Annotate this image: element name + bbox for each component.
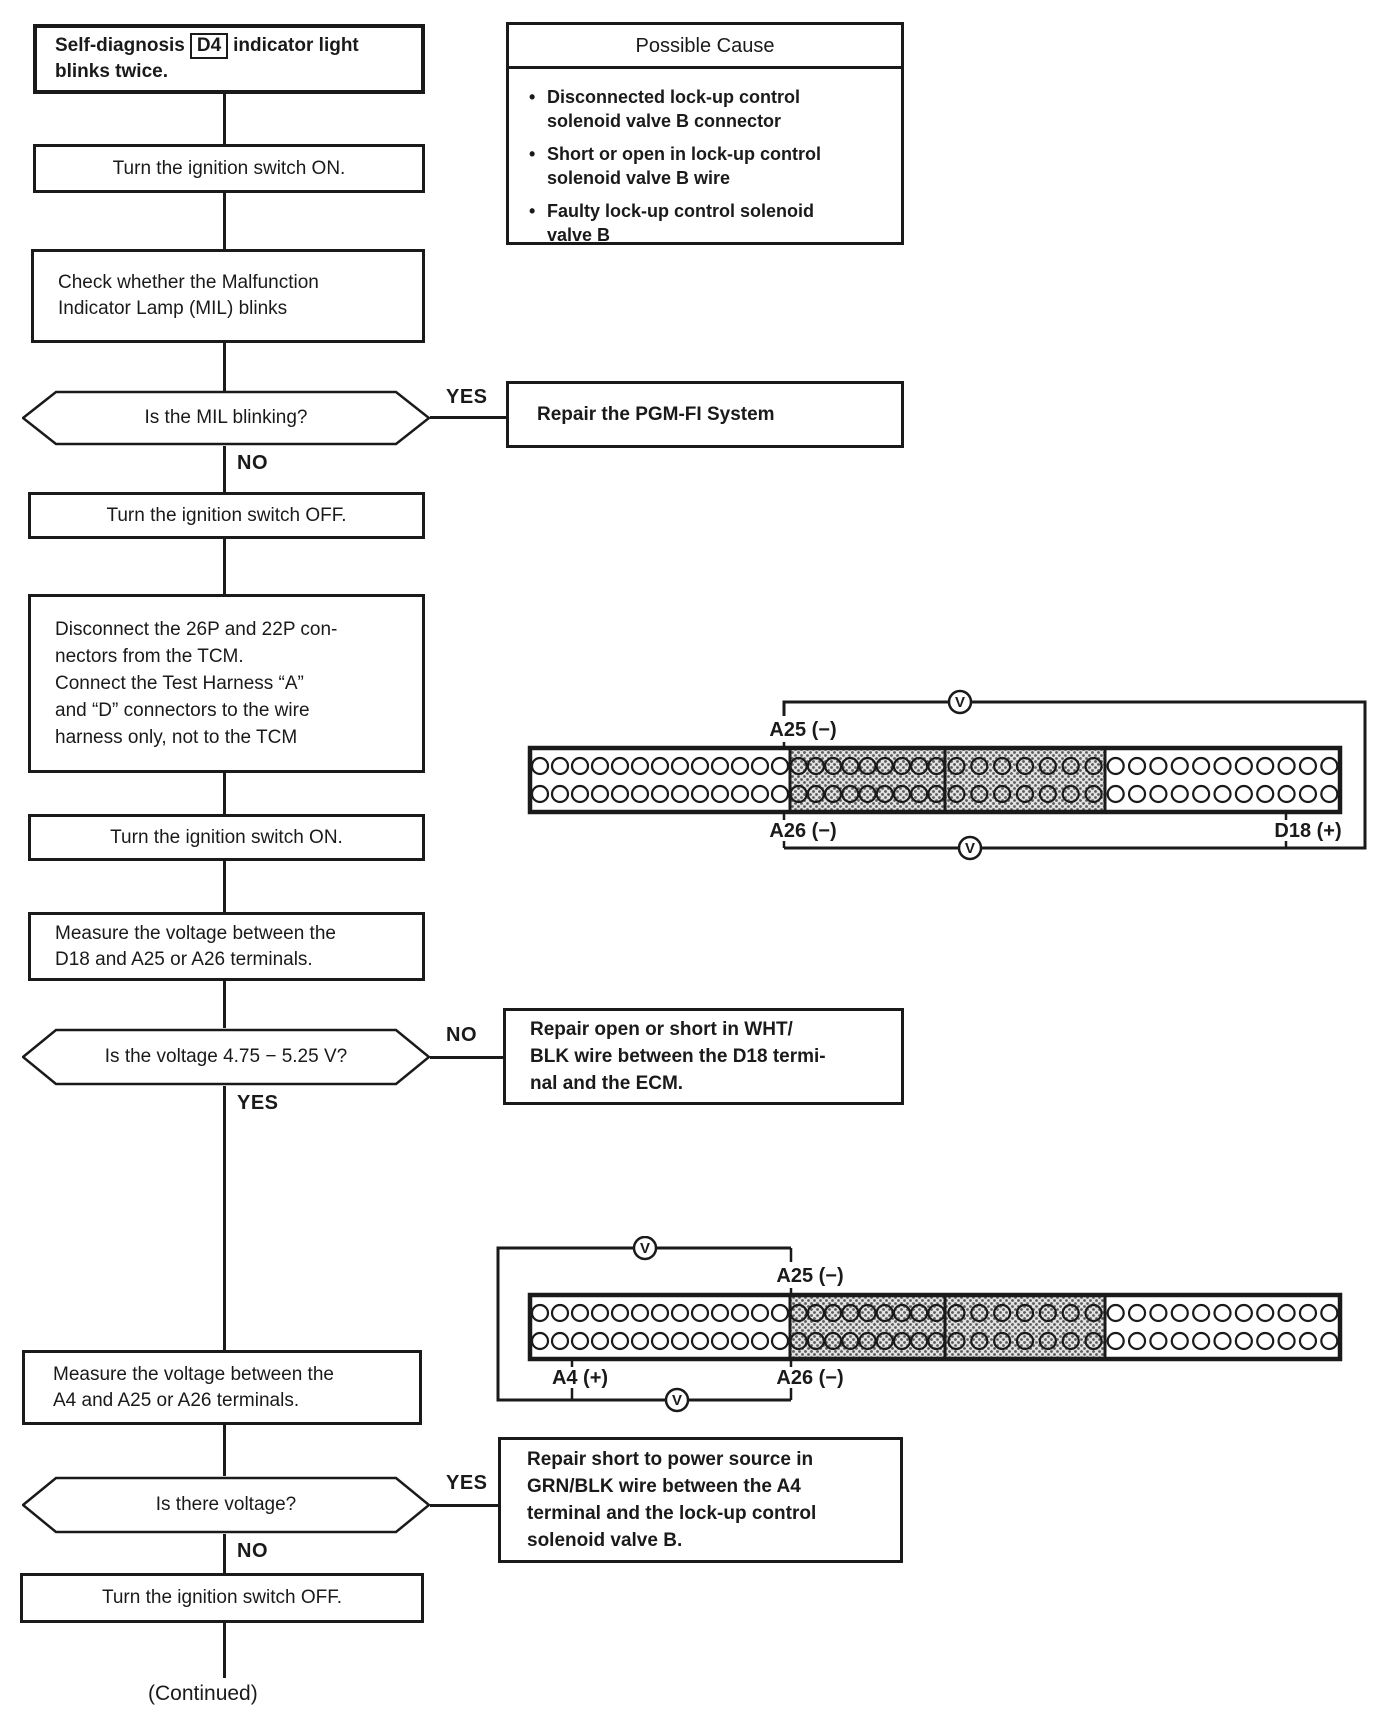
bullet-icon: •	[529, 144, 536, 164]
action-repair-grn-blk: Repair short to power source in GRN/BLK …	[498, 1437, 903, 1563]
possible-cause-item: • Short or open in lock-up control solen…	[529, 142, 887, 190]
voltmeter-icon: V	[947, 689, 973, 715]
step-ignition-off-1: Turn the ignition switch OFF.	[28, 492, 425, 539]
start-text-line2: blinks twice.	[55, 61, 168, 82]
decision-voltage-range: Is the voltage 4.75 − 5.25 V?	[22, 1028, 430, 1086]
hexagon-shape	[22, 1028, 430, 1086]
action-repair-pgmfi: Repair the PGM-FI System	[506, 381, 904, 448]
flow-stem	[223, 193, 226, 249]
step-ignition-on-1: Turn the ignition switch ON.	[33, 144, 425, 193]
possible-cause-text: Faulty lock-up control solenoid valve B	[547, 201, 815, 245]
decision-mil-blinking: Is the MIL blinking?	[22, 390, 430, 446]
no-label: NO	[237, 452, 268, 474]
action-text: Repair short to power source in GRN/BLK …	[527, 1449, 817, 1551]
decision-text: Is the MIL blinking?	[144, 407, 308, 428]
connector-diagram-a4: V V A25 (−) A4 (+) A26 (−)	[496, 1236, 1343, 1413]
action-repair-wht-blk: Repair open or short in WHT/ BLK wire be…	[503, 1008, 904, 1105]
possible-cause-text: Short or open in lock-up control solenoi…	[547, 144, 821, 188]
decision-voltage-present: Is there voltage?	[22, 1476, 430, 1534]
voltmeter-icon: V	[664, 1387, 690, 1413]
step-text: Disconnect the 26P and 22P con- nectors …	[55, 619, 338, 748]
hexagon-shape	[22, 390, 430, 446]
flow-stem	[223, 1623, 226, 1678]
step-ignition-off-2: Turn the ignition switch OFF.	[20, 1573, 424, 1623]
yes-branch-line	[430, 416, 506, 419]
possible-cause-item: • Faulty lock-up control solenoid valve …	[529, 199, 887, 247]
pin-label-a25: A25 (−)	[769, 719, 836, 741]
pin-label-d18: D18 (+)	[1274, 820, 1341, 842]
svg-text:V: V	[672, 1392, 682, 1409]
step-text: Turn the ignition switch ON.	[112, 157, 346, 179]
flow-stem	[223, 94, 226, 144]
pin-label-a26: A26 (−)	[769, 820, 836, 842]
no-label: NO	[237, 1540, 268, 1562]
flow-stem	[223, 343, 226, 392]
possible-cause-item: • Disconnected lock-up control solenoid …	[529, 85, 887, 133]
action-text: Repair the PGM-FI System	[537, 403, 775, 425]
decision-text: Is the voltage 4.75 − 5.25 V?	[104, 1046, 348, 1067]
flow-stem	[223, 981, 226, 1028]
flow-stem	[223, 446, 226, 492]
voltmeter-icon: V	[632, 1236, 658, 1261]
connector-diagram-d18: V V A25 (−) A26 (−) D18 (+)	[527, 689, 1367, 861]
flow-stem	[223, 1534, 226, 1573]
start-text-prefix: Self-diagnosis	[55, 35, 185, 56]
flow-stem	[223, 539, 226, 594]
flow-stem	[223, 773, 226, 814]
step-text: Check whether the Malfunction Indicator …	[58, 272, 319, 319]
tcm-connector-body	[527, 745, 1343, 815]
yes-label: YES	[446, 1472, 488, 1494]
pin-label-a4: A4 (+)	[552, 1367, 608, 1389]
pin-label-a26: A26 (−)	[776, 1367, 843, 1389]
step-measure-d18: Measure the voltage between the D18 and …	[28, 912, 425, 981]
step-text: Measure the voltage between the D18 and …	[55, 922, 336, 970]
decision-text: Is there voltage?	[155, 1494, 297, 1515]
step-text: Turn the ignition switch OFF.	[106, 504, 347, 526]
svg-text:V: V	[965, 840, 975, 857]
step-text: Turn the ignition switch ON.	[110, 826, 343, 848]
yes-label: YES	[446, 386, 488, 408]
flow-stem	[223, 1086, 226, 1350]
flow-stem	[223, 1425, 226, 1476]
bullet-icon: •	[529, 87, 536, 107]
flow-stem	[223, 861, 226, 912]
yes-branch-line	[430, 1504, 498, 1507]
possible-cause-header: Possible Cause	[509, 25, 901, 69]
step-disconnect-connectors: Disconnect the 26P and 22P con- nectors …	[28, 594, 425, 773]
bullet-icon: •	[529, 201, 536, 221]
svg-text:V: V	[640, 1240, 650, 1257]
yes-label: YES	[237, 1092, 279, 1114]
possible-cause-panel: Possible Cause • Disconnected lock-up co…	[506, 22, 904, 245]
start-text-suffix: indicator light	[233, 35, 359, 56]
step-check-mil: Check whether the Malfunction Indicator …	[31, 249, 425, 343]
tcm-connector-body	[527, 1292, 1343, 1362]
voltmeter-icon: V	[957, 835, 983, 861]
pin-label-a25: A25 (−)	[776, 1265, 843, 1287]
action-text: Repair open or short in WHT/ BLK wire be…	[530, 1019, 826, 1094]
continued-label: (Continued)	[148, 1682, 258, 1705]
step-text: Measure the voltage between the A4 and A…	[53, 1363, 334, 1411]
step-ignition-on-2: Turn the ignition switch ON.	[28, 814, 425, 861]
hexagon-shape	[22, 1476, 430, 1534]
step-text: Turn the ignition switch OFF.	[101, 1587, 343, 1608]
probe-loop-line	[782, 700, 1367, 850]
step-measure-a4: Measure the voltage between the A4 and A…	[22, 1350, 422, 1425]
d4-code-badge: D4	[189, 33, 229, 59]
possible-cause-text: Disconnected lock-up control solenoid va…	[547, 87, 801, 131]
no-label: NO	[446, 1024, 477, 1046]
svg-text:V: V	[955, 694, 965, 711]
no-branch-line	[430, 1056, 503, 1059]
possible-cause-list: • Disconnected lock-up control solenoid …	[509, 69, 901, 247]
